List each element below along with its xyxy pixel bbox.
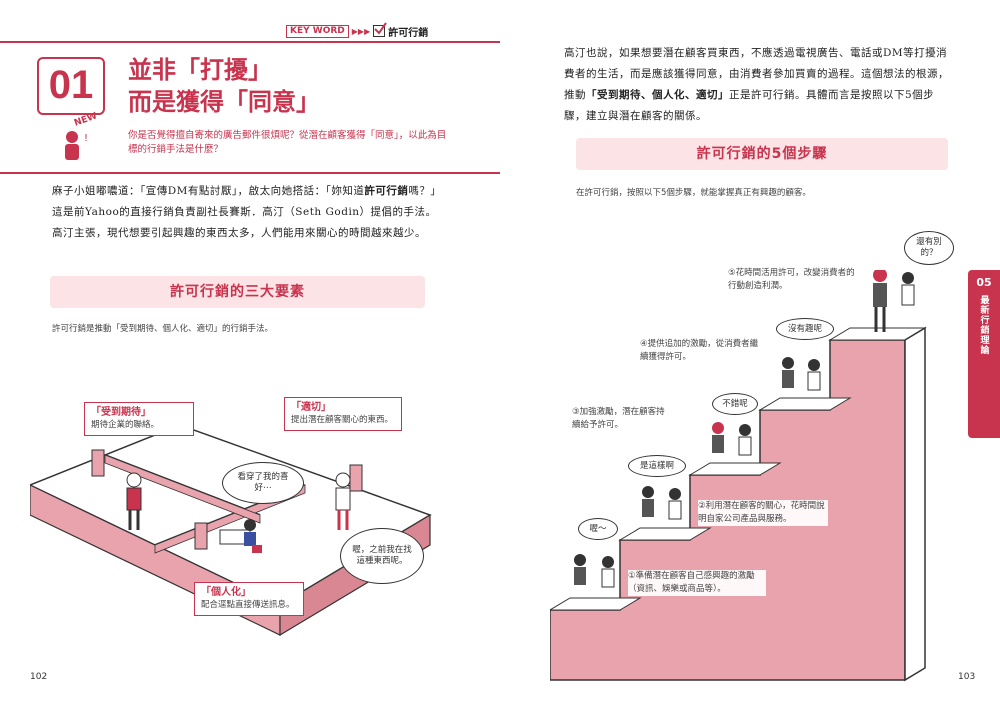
callout-relevant: 「適切」 提出潛在顧客關心的東西。 <box>284 397 402 431</box>
chapter-number: 01 <box>48 63 94 107</box>
right-body-text-1: 高汀也說，如果想要潛在顧客買東西，不應透過電視廣告、電話或DM等打擾消費者的生活… <box>564 47 949 101</box>
figures-step-5 <box>873 270 915 332</box>
step-4-label: ④提供追加的激勵，從消費者繼續獲得許可。 <box>640 338 765 364</box>
stair-bubble-2: 是這樣啊 <box>628 455 686 477</box>
figures-step-2 <box>642 486 682 520</box>
title-line-1: 並非「打擾」 <box>128 56 272 84</box>
page-number-left: 102 <box>30 672 48 682</box>
check-box-icon <box>373 22 388 37</box>
callout-personal-title: 「個人化」 <box>201 587 251 598</box>
side-tab-text: 最新行銷理論 <box>978 295 989 355</box>
callout-personal-text: 配合逕點直接傳送訊息。 <box>201 600 295 610</box>
person-figure-1 <box>126 472 142 530</box>
right-body-text: 高汀也說，如果想要潛在顧客買東西，不應透過電視廣告、電話或DM等打擾消費者的生活… <box>564 43 954 127</box>
right-section-description: 在許可行銷，按照以下5個步驟，就能掌握真正有興趣的顧客。 <box>576 188 811 198</box>
svg-text:!: ! <box>84 133 88 144</box>
stair-bubble-5: 還有別的？ <box>904 231 954 265</box>
right-section-title-band: 許可行銷的5個步驟 <box>576 138 948 170</box>
step-3-label: ③加強激勵，潛在顧客持續給予許可。 <box>572 406 672 432</box>
keyword-header: KEY WORD ▶▶▶ 許可行銷 <box>286 22 429 39</box>
title-line-2: 而是獲得「同意」 <box>128 88 320 116</box>
callout-expected: 「受到期待」 期待企業的聯絡。 <box>84 402 194 436</box>
step-1-label: ①準備潛在顧客自己感興趣的激勵（資訊、娛樂或商品等）。 <box>628 570 766 596</box>
person-figure-3 <box>335 472 351 530</box>
person-at-desk <box>219 519 262 553</box>
figures-step-1 <box>574 554 615 588</box>
header-rule <box>0 41 500 43</box>
left-page: KEY WORD ▶▶▶ 許可行銷 01 NEW ! 並非「打擾」 而是獲得「同… <box>0 22 500 682</box>
right-body-text-2: 正是許可行銷。具體而言是按照以下5個步驟，建立與潛在顧客的關係。 <box>564 89 935 122</box>
keyword-text: 許可行銷 <box>388 27 429 39</box>
right-page: 高汀也說，如果想要潛在顧客買東西，不應透過電視廣告、電話或DM等打擾消費者的生活… <box>500 0 1000 709</box>
right-body-bold: 「受到期待、個人化、適切」 <box>586 89 729 101</box>
figures-step-4 <box>782 357 821 391</box>
side-tab-number: 05 <box>976 276 992 289</box>
speech-bubble-1: 看穿了我的喜好⋯ <box>222 462 304 504</box>
keyword-arrows: ▶▶▶ <box>351 26 371 36</box>
figures-step-3 <box>712 422 752 456</box>
body-text-2: 嗎？」這是前Yahoo的直接行銷負責副社長賽斯．高汀（Seth Godin）提倡… <box>52 185 437 239</box>
chapter-side-tab: 05 最新行銷理論 <box>968 270 1000 438</box>
title-block: 01 NEW ! 並非「打擾」 而是獲得「同意」 你是否覺得擅自寄來的廣告郵件很… <box>0 43 500 173</box>
stair-bubble-4: 沒有趣呢 <box>776 318 834 340</box>
body-text-1: 麻子小姐嘟噥道：「宣傳DM有點討厭」，啟太向她搭話：「妳知道 <box>52 185 365 197</box>
callout-relevant-text: 提出潛在顧客關心的東西。 <box>291 415 394 425</box>
body-bold-1: 許可行銷 <box>364 185 409 197</box>
staircase-illustration <box>550 270 927 682</box>
speech-bubble-2: 喔，之前我在找這種東西呢。 <box>340 528 424 584</box>
stair-bubble-3: 不錯呢 <box>712 393 758 415</box>
section-title-band: 許可行銷的三大要素 <box>50 276 425 308</box>
person-icon: ! <box>65 131 88 160</box>
left-body-text: 麻子小姐嘟噥道：「宣傳DM有點討厭」，啟太向她搭話：「妳知道許可行銷嗎？」這是前… <box>52 181 440 244</box>
keyword-label: KEY WORD <box>286 24 349 38</box>
callout-expected-text: 期待企業的聯絡。 <box>91 420 160 430</box>
section-description: 許可行銷是推動「受到期待、個人化、適切」的行銷手法。 <box>52 324 274 334</box>
callout-relevant-title: 「適切」 <box>291 402 331 413</box>
title-bottom-rule <box>0 172 500 174</box>
page-number-right: 103 <box>958 672 976 682</box>
step-5-label: ⑤花時間活用許可，改變消費者的行動創造利潤。 <box>728 267 856 293</box>
step-2-label: ②利用潛在顧客的關心，花時間說明自家公司產品與服務。 <box>698 500 828 526</box>
stair-bubble-1: 喔～ <box>578 518 618 540</box>
callout-personal: 「個人化」 配合逕點直接傳送訊息。 <box>194 582 304 616</box>
callout-expected-title: 「受到期待」 <box>91 407 151 418</box>
lead-text: 你是否覺得擅自寄來的廣告郵件很煩呢？從潛在顧客獲得「同意」，以此為目標的行銷手法… <box>128 130 447 155</box>
number-badge: 01 <box>37 57 105 115</box>
